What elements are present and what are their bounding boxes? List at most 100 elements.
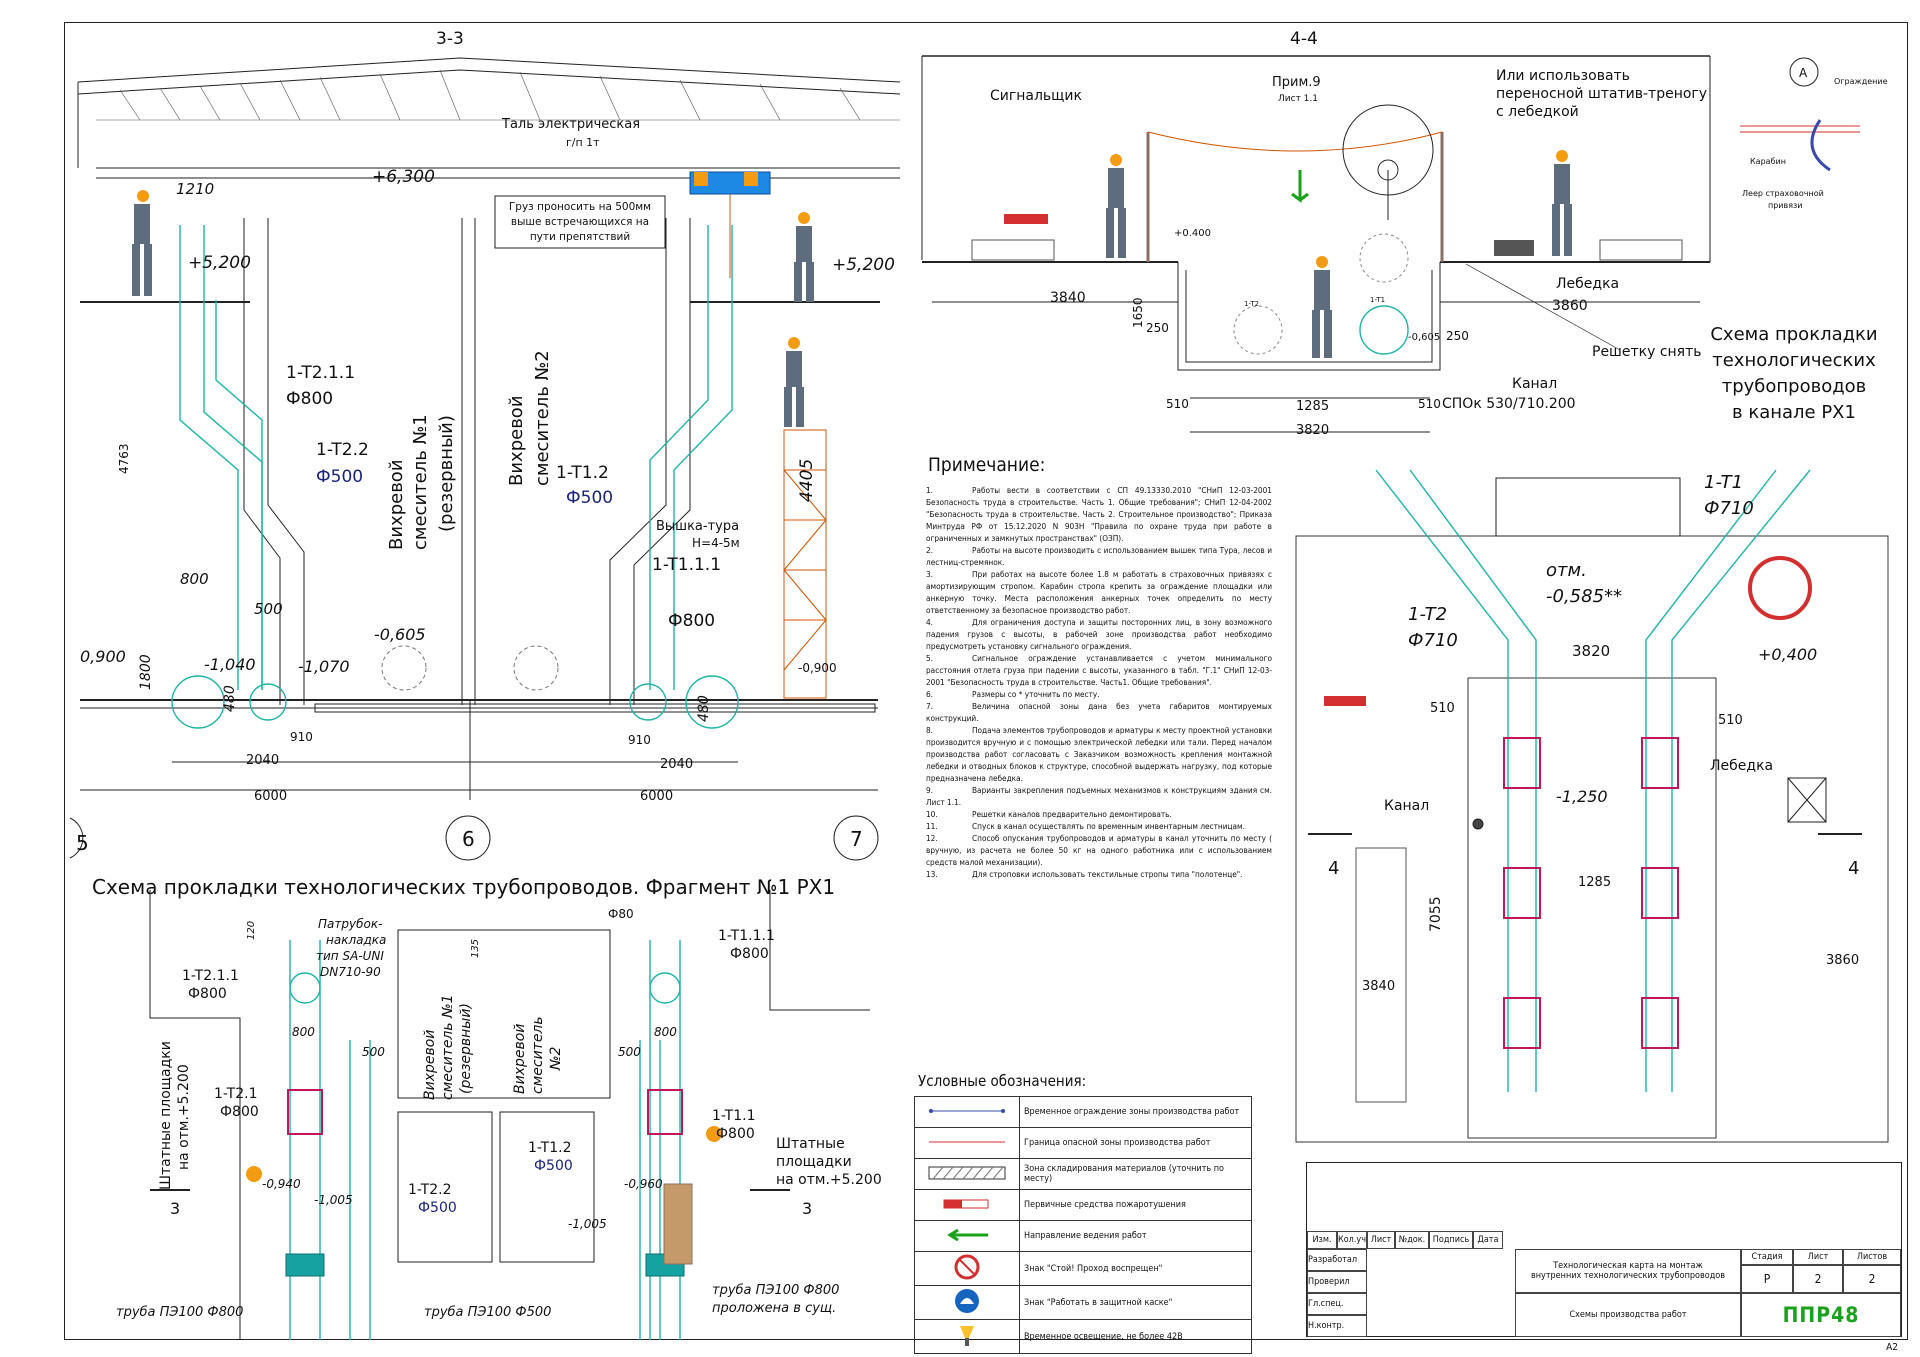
stamp-kol: Кол.уч — [1337, 1231, 1367, 1249]
dim-1650: 1650 — [1131, 297, 1145, 328]
legend-table: Временное ограждение зоны производства р… — [914, 1096, 1252, 1354]
worker-icon — [1552, 150, 1572, 256]
section-3-3: 3-3 — [69, 29, 901, 861]
dim-1800: 1800 — [138, 654, 154, 690]
dim-910-right: 910 — [628, 733, 651, 747]
frag-t111-dia: Ф800 — [730, 946, 769, 962]
nozzle-line2: накладка — [326, 933, 386, 947]
pipe-t12: 1-T1.2 — [556, 463, 609, 483]
legend-text: Временное освещение, не более 42В — [1019, 1319, 1252, 1354]
note-item: 9.Варианты закрепления подъемных механиз… — [926, 784, 1272, 808]
green-arrow-icon — [914, 1220, 1020, 1252]
tripod-line3: с лебедкой — [1496, 104, 1579, 120]
section-4-4-title: 4-4 — [1290, 29, 1318, 49]
note-item: 11.Спуск в канал осуществлять по временн… — [926, 820, 1272, 832]
note-text: Решетки каналов предварительно демонтиро… — [972, 809, 1172, 819]
pipe-note-1: труба ПЭ100 Ф800 — [116, 1305, 243, 1320]
note-number: 7. — [926, 701, 934, 711]
frag-mixer2-1: Вихревой — [512, 1024, 528, 1094]
stamp-podp: Подпись — [1429, 1231, 1473, 1249]
note-text: Для строповки использовать текстильные с… — [972, 869, 1243, 879]
stamp-list-h: Лист — [1793, 1249, 1843, 1265]
legend-text: Временное ограждение зоны производства р… — [1019, 1096, 1252, 1128]
mixer1-line3: (резервный) — [436, 415, 457, 532]
legend-block: Условные обозначения: Временное огражден… — [914, 1072, 1252, 1354]
grate-label: Решетку снять — [1592, 344, 1702, 360]
legend-text: Направление ведения работ — [1019, 1220, 1252, 1252]
note-text: Варианты закрепления подъемных механизмо… — [926, 785, 1272, 807]
stamp-nkontr: Н.контр. — [1307, 1315, 1367, 1337]
note-number: 11. — [926, 821, 938, 831]
stamp-listov-value: 2 — [1843, 1265, 1901, 1293]
frag-mixer1-2: смеситель №1 — [440, 994, 456, 1100]
section-4-4: 4-4 — [921, 29, 1711, 433]
pipe-t12-dia: Ф500 — [566, 488, 613, 508]
note-text: Подача элементов трубопроводов и арматур… — [926, 725, 1272, 783]
note-text: Для ограничения доступа и защиты посторо… — [926, 617, 1272, 651]
stamp-list: Лист — [1367, 1231, 1395, 1249]
frag-t211-dia: Ф800 — [188, 986, 227, 1002]
legend-row: Знак "Работать в защитной каске" — [914, 1285, 1252, 1320]
detail-a: А Ограждение Карабин Леер страховочной п… — [1740, 57, 1888, 210]
mixer1-line1: Вихревой — [386, 459, 407, 550]
dim-1285: 1285 — [1296, 399, 1329, 414]
worker-icon — [1312, 256, 1332, 358]
frag-dim-500-left: 500 — [362, 1045, 385, 1059]
tower-height: Н=4-5м — [692, 536, 740, 550]
frag-t12-dia: Ф500 — [534, 1158, 573, 1174]
note-number: 13. — [926, 869, 938, 879]
tripod-line1: Или использовать — [1496, 68, 1630, 84]
note-number: 2. — [926, 545, 934, 555]
stamp-data: Дата — [1473, 1231, 1503, 1249]
dim-480-right: 480 — [696, 695, 712, 722]
frag-dim-800-right: 800 — [654, 1025, 677, 1039]
worker-icon — [794, 212, 814, 302]
stamp-prover: Проверил — [1307, 1271, 1367, 1293]
detail-a-mark: А — [1799, 66, 1808, 80]
axis-5: 5 — [76, 831, 89, 855]
note-item: 1.Работы вести в соответствии с СП 49.13… — [926, 484, 1272, 544]
right-title-3: трубопроводов — [1722, 376, 1867, 397]
brand-logo: ППР48 — [1741, 1293, 1901, 1337]
frag-elev-1005-left: -1,005 — [314, 1193, 353, 1207]
pipe-note-3: труба ПЭ100 Ф800 — [712, 1283, 839, 1298]
elev-5200-right: +5,200 — [832, 255, 895, 275]
section-3-3-title: 3-3 — [436, 29, 464, 49]
load-note-1: Груз проносить на 500мм — [509, 201, 651, 213]
stamp-ndok: №док. — [1395, 1231, 1429, 1249]
note-number: 10. — [926, 809, 938, 819]
note-item: 12.Способ опускания трубопроводов и арма… — [926, 832, 1272, 868]
note-number: 1. — [926, 485, 934, 495]
stamp-izm: Изм. — [1307, 1231, 1337, 1249]
frag-t21: 1-T2.1 — [214, 1086, 258, 1102]
fragment-plan — [149, 890, 870, 1340]
load-note-2: выше встречающихся на — [511, 216, 649, 228]
note-text: Способ опускания трубопроводов и арматур… — [926, 833, 1272, 867]
frag-cut-3-left: 3 — [170, 1199, 180, 1218]
legend-text: Знак "Работать в защитной каске" — [1019, 1285, 1252, 1320]
mixer1-line2: смеситель №1 — [410, 414, 431, 550]
legend-row: Направление ведения работ — [914, 1220, 1252, 1252]
plan-dim-3820: 3820 — [1572, 642, 1610, 660]
plan-elev-1250: -1,250 — [1556, 787, 1608, 806]
legend-row: Первичные средства пожаротушения — [914, 1189, 1252, 1221]
nozzle-line1: Патрубок- — [318, 917, 382, 931]
stamp-razrab: Разработал — [1307, 1249, 1367, 1271]
frag-t111: 1-T1.1.1 — [718, 928, 775, 944]
note-sheet: Лист 1.1 — [1278, 94, 1318, 104]
right-title-4: в канале РХ1 — [1732, 402, 1856, 423]
pipe-note-4: проложена в сущ. — [712, 1301, 836, 1316]
note-item: 8.Подача элементов трубопроводов и армат… — [926, 724, 1272, 784]
note-item: 13. Для строповки использовать текстильны… — [926, 868, 1272, 880]
dim-510-right: 510 — [1418, 397, 1441, 411]
frag-t21-dia: Ф800 — [220, 1104, 259, 1120]
dim-800: 800 — [180, 570, 209, 588]
dim-500: 500 — [254, 600, 283, 618]
note-item: 6.Размеры со * уточнить по месту. — [926, 688, 1272, 700]
elev-0900-right: -0,900 — [798, 661, 837, 675]
hoist-capacity: г/п 1т — [566, 136, 600, 149]
frag-t22: 1-T2.2 — [408, 1182, 452, 1198]
frag-dim-120: 120 — [246, 921, 257, 940]
tower-label: Вышка-тура — [656, 519, 739, 534]
channel-spec: СПОк 530/710.200 — [1442, 396, 1576, 412]
